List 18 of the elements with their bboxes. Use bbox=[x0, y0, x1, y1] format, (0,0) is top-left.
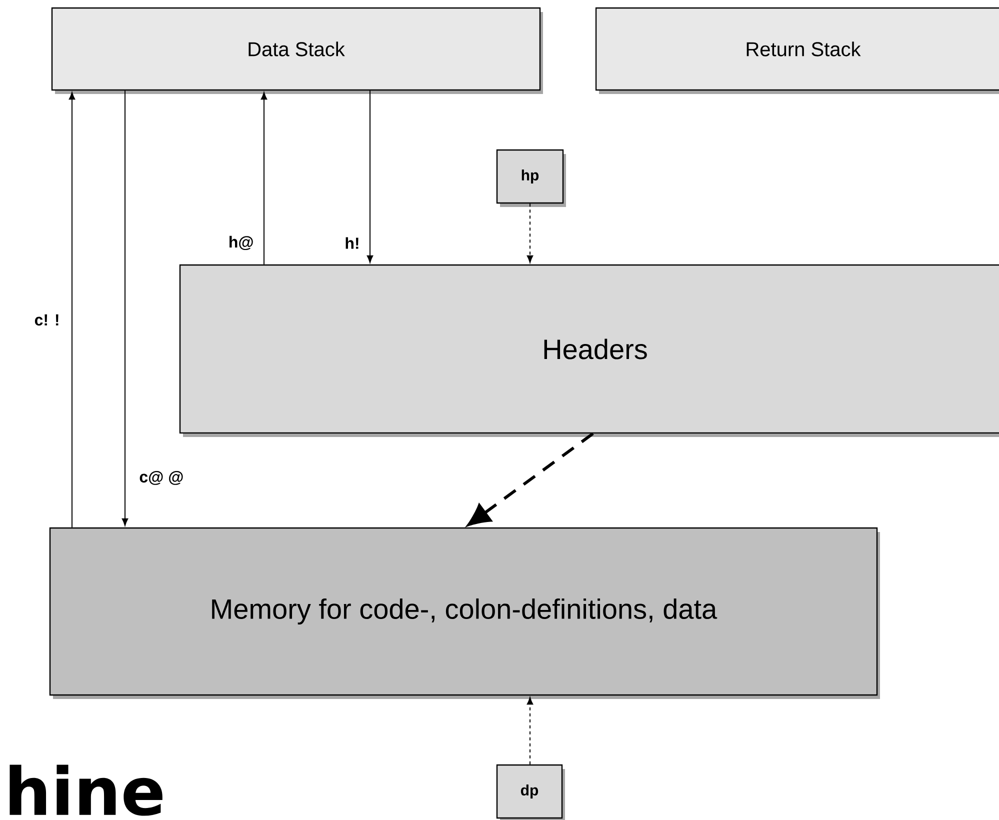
pointer-box: hp bbox=[496, 149, 566, 207]
edge-label: c! ! bbox=[34, 314, 58, 326]
arrow bbox=[468, 432, 594, 526]
arrow bbox=[68, 92, 76, 528]
heading-text: hine bbox=[10, 764, 162, 816]
stack-box: Return Stack bbox=[595, 7, 999, 94]
arrow bbox=[526, 203, 534, 263]
headers-box: Headers bbox=[179, 264, 999, 437]
arrow bbox=[122, 90, 128, 526]
stack-box: Data Stack bbox=[51, 7, 543, 94]
memory-box: Memory for code-, colon-definitions, data bbox=[49, 527, 880, 699]
edge-label: h@ bbox=[230, 236, 253, 250]
pointer-box: dp bbox=[496, 764, 565, 820]
edge-label: h! bbox=[346, 237, 358, 249]
edge-label: c@ @ bbox=[140, 471, 183, 485]
arrow bbox=[526, 697, 534, 765]
arrow bbox=[366, 90, 374, 263]
arrow bbox=[260, 92, 268, 265]
